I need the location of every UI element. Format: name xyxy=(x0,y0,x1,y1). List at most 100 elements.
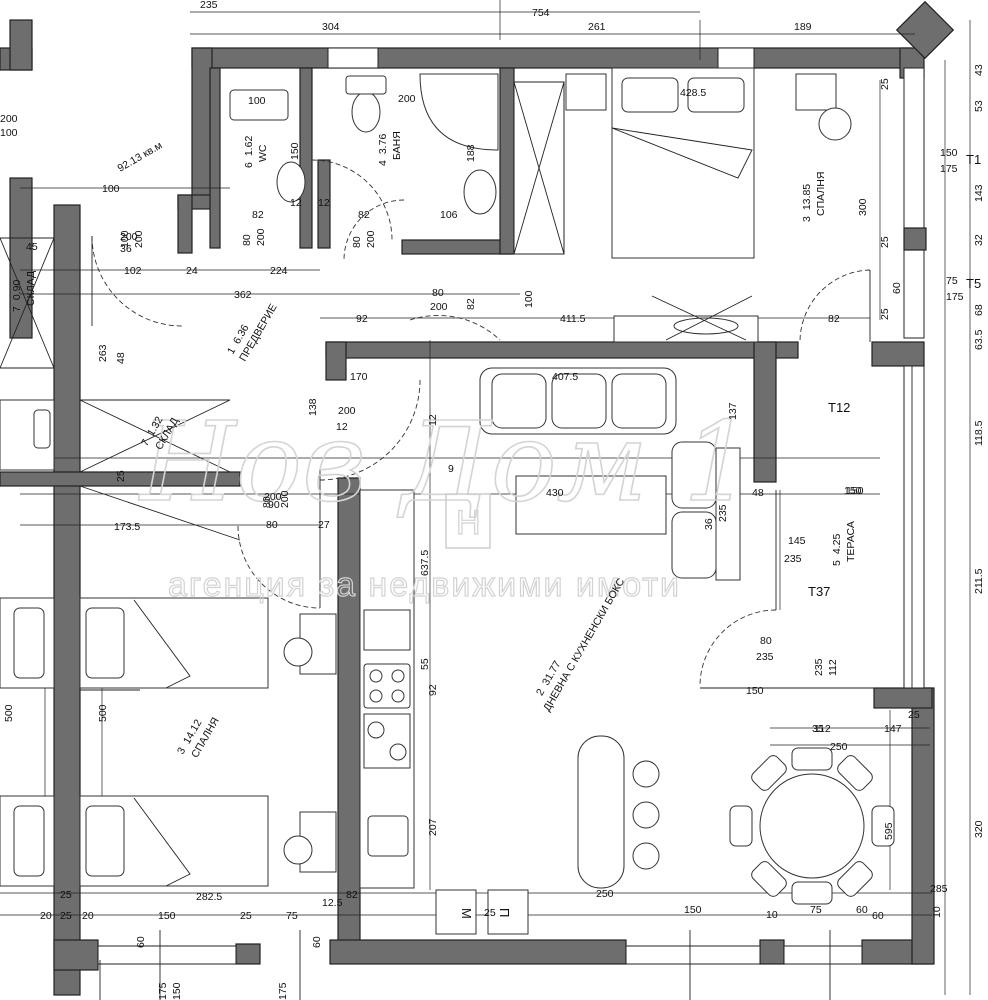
washing-machine xyxy=(435,889,477,935)
wall-corner-top xyxy=(895,0,955,60)
svg-text:80: 80 xyxy=(266,519,278,531)
svg-text:150: 150 xyxy=(684,904,702,916)
svg-text:175: 175 xyxy=(157,982,169,1000)
svg-text:282.5: 282.5 xyxy=(196,891,222,903)
wall-bottom-kitchen xyxy=(329,939,627,965)
oven xyxy=(363,713,411,769)
sofa-seat-1 xyxy=(491,373,547,429)
wall-left-main xyxy=(53,204,81,996)
room-hall: 16.36 ПРЕДВЕРИЕ xyxy=(225,302,280,364)
svg-text:60: 60 xyxy=(856,904,868,916)
svg-text:36: 36 xyxy=(703,518,715,530)
walls xyxy=(0,0,955,996)
wall-pillar-right xyxy=(753,341,777,483)
svg-text:200: 200 xyxy=(398,93,416,105)
svg-text:106: 106 xyxy=(440,209,458,221)
svg-text:138: 138 xyxy=(307,398,319,416)
wall-bottom-right xyxy=(759,939,785,965)
svg-text:60: 60 xyxy=(135,936,147,948)
svg-text:25: 25 xyxy=(60,889,72,901)
svg-text:25: 25 xyxy=(115,470,127,482)
wall-right-lower xyxy=(911,687,935,965)
dining-chair-8 xyxy=(837,861,873,897)
dining-chair-3 xyxy=(729,805,753,847)
wall-bottom-left xyxy=(53,939,99,971)
svg-text:411.5: 411.5 xyxy=(560,313,586,325)
svg-text:261: 261 xyxy=(588,21,606,33)
svg-text:500: 500 xyxy=(3,704,15,722)
svg-text:60: 60 xyxy=(872,910,884,922)
svg-text:35: 35 xyxy=(812,723,824,735)
wall-bath-bottom xyxy=(401,239,513,255)
bar-stool-2 xyxy=(632,801,660,829)
svg-text:25: 25 xyxy=(908,709,920,721)
svg-text:313.85: 313.85 xyxy=(801,184,813,222)
svg-text:175: 175 xyxy=(946,291,964,303)
room-terrace: 54.25 ТЕРАСА xyxy=(831,521,857,566)
window-top-right xyxy=(717,47,755,69)
wall-living-top xyxy=(325,341,799,359)
svg-text:82: 82 xyxy=(252,209,264,221)
window-terrace xyxy=(903,365,925,689)
svg-text:12: 12 xyxy=(318,197,330,209)
svg-text:9: 9 xyxy=(448,463,454,475)
tag-t1: T1 xyxy=(966,152,981,167)
svg-text:25: 25 xyxy=(879,236,891,248)
hood xyxy=(363,609,411,651)
svg-text:147: 147 xyxy=(884,723,902,735)
watermark: Нов Дом 1 Н агенция за недвижими имоти xyxy=(137,397,754,604)
pillow-2 xyxy=(687,77,745,113)
svg-text:362: 362 xyxy=(234,289,252,301)
bar-stool-1 xyxy=(632,760,660,788)
svg-text:170: 170 xyxy=(350,371,368,383)
svg-text:32: 32 xyxy=(973,234,985,246)
wall-left-top xyxy=(191,47,213,209)
svg-text:102: 102 xyxy=(124,265,142,277)
svg-text:82: 82 xyxy=(465,298,477,310)
nightstand-1 xyxy=(565,73,607,111)
sink-bath xyxy=(463,169,497,215)
kitchen-sink xyxy=(367,815,409,857)
svg-text:112: 112 xyxy=(814,723,831,735)
wall-bath-left xyxy=(317,159,331,249)
svg-text:754: 754 xyxy=(532,7,550,19)
svg-text:500: 500 xyxy=(97,704,109,722)
room-bedroom-top: 313.85 СПАЛНЯ xyxy=(801,172,827,222)
svg-text:70.90: 70.90 xyxy=(11,280,23,312)
wall-wc-right xyxy=(299,67,313,249)
svg-text:118.5: 118.5 xyxy=(973,420,985,446)
svg-text:43: 43 xyxy=(973,64,985,76)
svg-text:82: 82 xyxy=(828,313,840,325)
svg-text:263: 263 xyxy=(97,344,109,362)
svg-text:200: 200 xyxy=(264,491,282,503)
svg-text:48: 48 xyxy=(752,487,764,499)
dining-chair-5 xyxy=(751,755,787,791)
svg-text:235: 235 xyxy=(813,658,825,676)
fixture-p: П xyxy=(497,908,512,917)
svg-text:235: 235 xyxy=(756,651,774,663)
room-wc: 61.62 WC xyxy=(243,136,269,168)
svg-text:25: 25 xyxy=(879,308,891,320)
nightstand-2 xyxy=(795,73,837,111)
svg-text:10: 10 xyxy=(766,909,778,921)
door-swings xyxy=(91,159,871,687)
wall-living-top-stub xyxy=(325,341,347,381)
svg-text:20: 20 xyxy=(40,910,52,922)
svg-text:25: 25 xyxy=(60,910,72,922)
svg-text:75: 75 xyxy=(810,904,822,916)
svg-text:82: 82 xyxy=(346,889,358,901)
svg-text:25: 25 xyxy=(484,907,496,919)
svg-text:143: 143 xyxy=(973,184,985,202)
window-bottom-mid xyxy=(625,945,761,965)
svg-text:92: 92 xyxy=(356,313,368,325)
svg-text:150: 150 xyxy=(289,142,301,160)
svg-text:36: 36 xyxy=(120,243,132,255)
svg-text:250: 250 xyxy=(830,741,848,753)
svg-text:235: 235 xyxy=(784,553,802,565)
tag-t12: T12 xyxy=(828,400,850,415)
svg-text:45: 45 xyxy=(26,241,38,253)
svg-text:63.5: 63.5 xyxy=(973,329,985,350)
svg-text:80: 80 xyxy=(261,496,273,508)
